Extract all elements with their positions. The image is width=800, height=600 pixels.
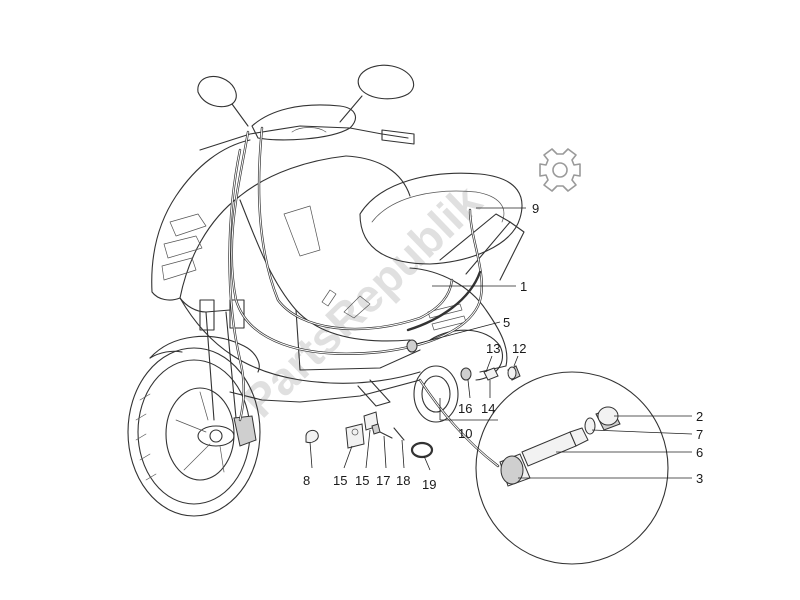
callout-16: 16 (458, 401, 472, 416)
watermark-logo: PartsRepublik (233, 148, 581, 428)
throttle-detail-circle (475, 371, 669, 565)
part-13 (483, 367, 499, 381)
callout-10: 10 (458, 426, 472, 441)
part-19 (410, 441, 434, 459)
callout-5: 5 (503, 315, 510, 330)
part-8 (305, 429, 319, 443)
part-18 (393, 427, 405, 441)
callout-2: 2 (696, 409, 703, 424)
callout-8: 8 (303, 473, 310, 488)
loose-parts (305, 365, 521, 459)
leader-lines (309, 207, 693, 479)
callout-1: 1 (520, 279, 527, 294)
callout-17: 17 (376, 473, 390, 488)
gear-icon (539, 148, 581, 192)
callout-13: 13 (486, 341, 500, 356)
callout-7: 7 (696, 427, 703, 442)
watermark-text: PartsRepublik (233, 175, 492, 428)
callout-19: 19 (422, 477, 436, 492)
callout-3: 3 (696, 471, 703, 486)
scooter-illustration (127, 64, 525, 517)
callout-14: 15 (333, 473, 347, 488)
callout-11: 12 (512, 341, 526, 356)
clamp-16 (460, 367, 472, 381)
callout-18: 18 (396, 473, 410, 488)
part-14 (345, 423, 365, 449)
callout-labels: 9 1 5 13 12 16 14 10 8 15 15 17 18 19 2 … (303, 201, 703, 492)
callout-9: 9 (532, 201, 539, 216)
callout-15: 15 (355, 473, 369, 488)
cable-harness (228, 126, 500, 468)
callout-6: 6 (696, 445, 703, 460)
callout-12: 14 (481, 401, 495, 416)
clamp-5 (406, 339, 418, 353)
